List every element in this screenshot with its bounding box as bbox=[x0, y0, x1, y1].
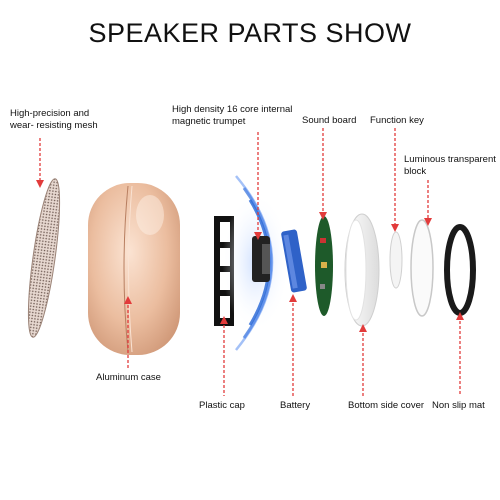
non-slip-mat-part bbox=[444, 224, 476, 316]
sound-board-part bbox=[315, 216, 333, 316]
magnetic-trumpet-part bbox=[222, 175, 290, 351]
luminous-block-label: Luminous transparent block bbox=[404, 154, 496, 178]
bottom-cover-label: Bottom side cover bbox=[348, 400, 425, 411]
trumpet-label-line1: High density 16 core internal bbox=[172, 104, 293, 115]
page-title: SPEAKER PARTS SHOW bbox=[88, 18, 412, 48]
luminous-label-line2: block bbox=[404, 166, 427, 177]
plastic-cap-label: Plastic cap bbox=[199, 400, 245, 411]
mesh-label: High-precision and wear- resisting mesh bbox=[10, 108, 98, 132]
leader-arrowheads bbox=[36, 180, 464, 332]
leader-lines bbox=[39, 128, 461, 396]
battery-label: Battery bbox=[280, 400, 311, 411]
bottom-cover-part bbox=[344, 213, 380, 327]
mesh-label-line1: High-precision and bbox=[10, 108, 90, 119]
function-key-label: Function key bbox=[370, 115, 424, 126]
trumpet-label: High density 16 core internal magnetic t… bbox=[172, 104, 292, 128]
aluminum-case-label: Aluminum case bbox=[96, 372, 161, 383]
mesh-label-line2: wear- resisting mesh bbox=[10, 120, 98, 131]
luminous-label-line1: Luminous transparent bbox=[404, 154, 496, 165]
battery-part bbox=[281, 229, 307, 293]
luminous-block-part bbox=[410, 219, 434, 317]
non-slip-mat-label: Non slip mat bbox=[432, 400, 485, 411]
aluminum-case-part bbox=[88, 183, 180, 355]
trumpet-label-line2: magnetic trumpet bbox=[172, 116, 246, 127]
sound-board-label: Sound board bbox=[302, 115, 357, 126]
mesh-part bbox=[27, 178, 61, 338]
function-key-part bbox=[389, 231, 403, 289]
